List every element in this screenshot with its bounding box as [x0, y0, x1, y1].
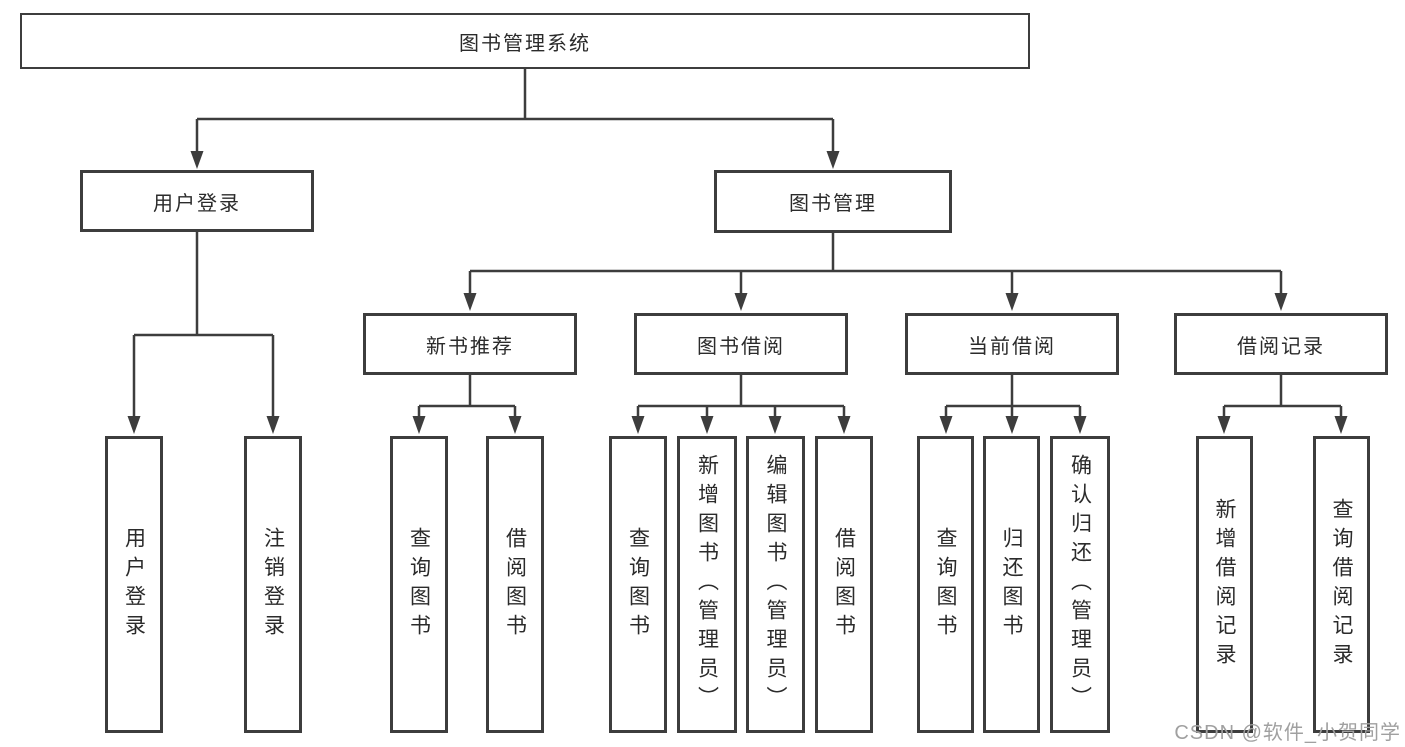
- leaf-label: 查询图书: [626, 526, 650, 643]
- leaf-label: 注销登录: [261, 526, 285, 643]
- node-label: 图书借阅: [697, 335, 785, 358]
- leaf-label: 查询借阅记录: [1330, 497, 1353, 672]
- leaf-query-books-borrow: 查询图书: [609, 436, 667, 733]
- leaf-label: 查询图书: [407, 526, 431, 643]
- leaf-label: 查询图书: [934, 526, 957, 643]
- node-label: 图书管理系统: [459, 32, 591, 55]
- leaf-confirm-return-admin: 确认归还（管理员）: [1050, 436, 1110, 733]
- leaf-label: 确认归还（管理员）: [1068, 454, 1092, 715]
- leaf-borrow-books: 借阅图书: [815, 436, 873, 733]
- node-library-management-system: 图书管理系统: [20, 13, 1030, 69]
- leaf-label: 新增借阅记录: [1213, 497, 1236, 672]
- node-label: 图书管理: [789, 193, 877, 215]
- leaf-label: 新增图书（管理员）: [695, 454, 719, 715]
- node-new-book-recommend: 新书推荐: [363, 313, 577, 375]
- node-book-borrow: 图书借阅: [634, 313, 848, 375]
- leaf-label: 用户登录: [122, 526, 146, 643]
- node-book-management-branch: 图书管理: [714, 170, 952, 233]
- node-label: 用户登录: [153, 192, 241, 215]
- leaf-logout: 注销登录: [244, 436, 302, 733]
- leaf-add-borrow-record: 新增借阅记录: [1196, 436, 1253, 733]
- leaf-query-borrow-record: 查询借阅记录: [1313, 436, 1370, 733]
- node-label: 借阅记录: [1237, 335, 1325, 358]
- leaf-add-book-admin: 新增图书（管理员）: [677, 436, 737, 733]
- leaf-label: 编辑图书（管理员）: [764, 454, 787, 715]
- node-user-login-branch: 用户登录: [80, 170, 314, 232]
- leaf-label: 借阅图书: [832, 526, 856, 643]
- leaf-label: 借阅图书: [503, 526, 527, 643]
- leaf-edit-book-admin: 编辑图书（管理员）: [746, 436, 805, 733]
- leaf-borrow-books-recommend: 借阅图书: [486, 436, 544, 733]
- node-label: 新书推荐: [426, 335, 514, 358]
- node-current-borrow: 当前借阅: [905, 313, 1119, 375]
- leaf-query-books-recommend: 查询图书: [390, 436, 448, 733]
- node-borrow-records: 借阅记录: [1174, 313, 1388, 375]
- leaf-query-books-current: 查询图书: [917, 436, 974, 733]
- leaf-return-books: 归还图书: [983, 436, 1040, 733]
- csdn-watermark: CSDN @软件_小贺同学: [1174, 722, 1401, 744]
- leaf-user-login: 用户登录: [105, 436, 163, 733]
- node-label: 当前借阅: [968, 335, 1056, 358]
- leaf-label: 归还图书: [1000, 526, 1023, 643]
